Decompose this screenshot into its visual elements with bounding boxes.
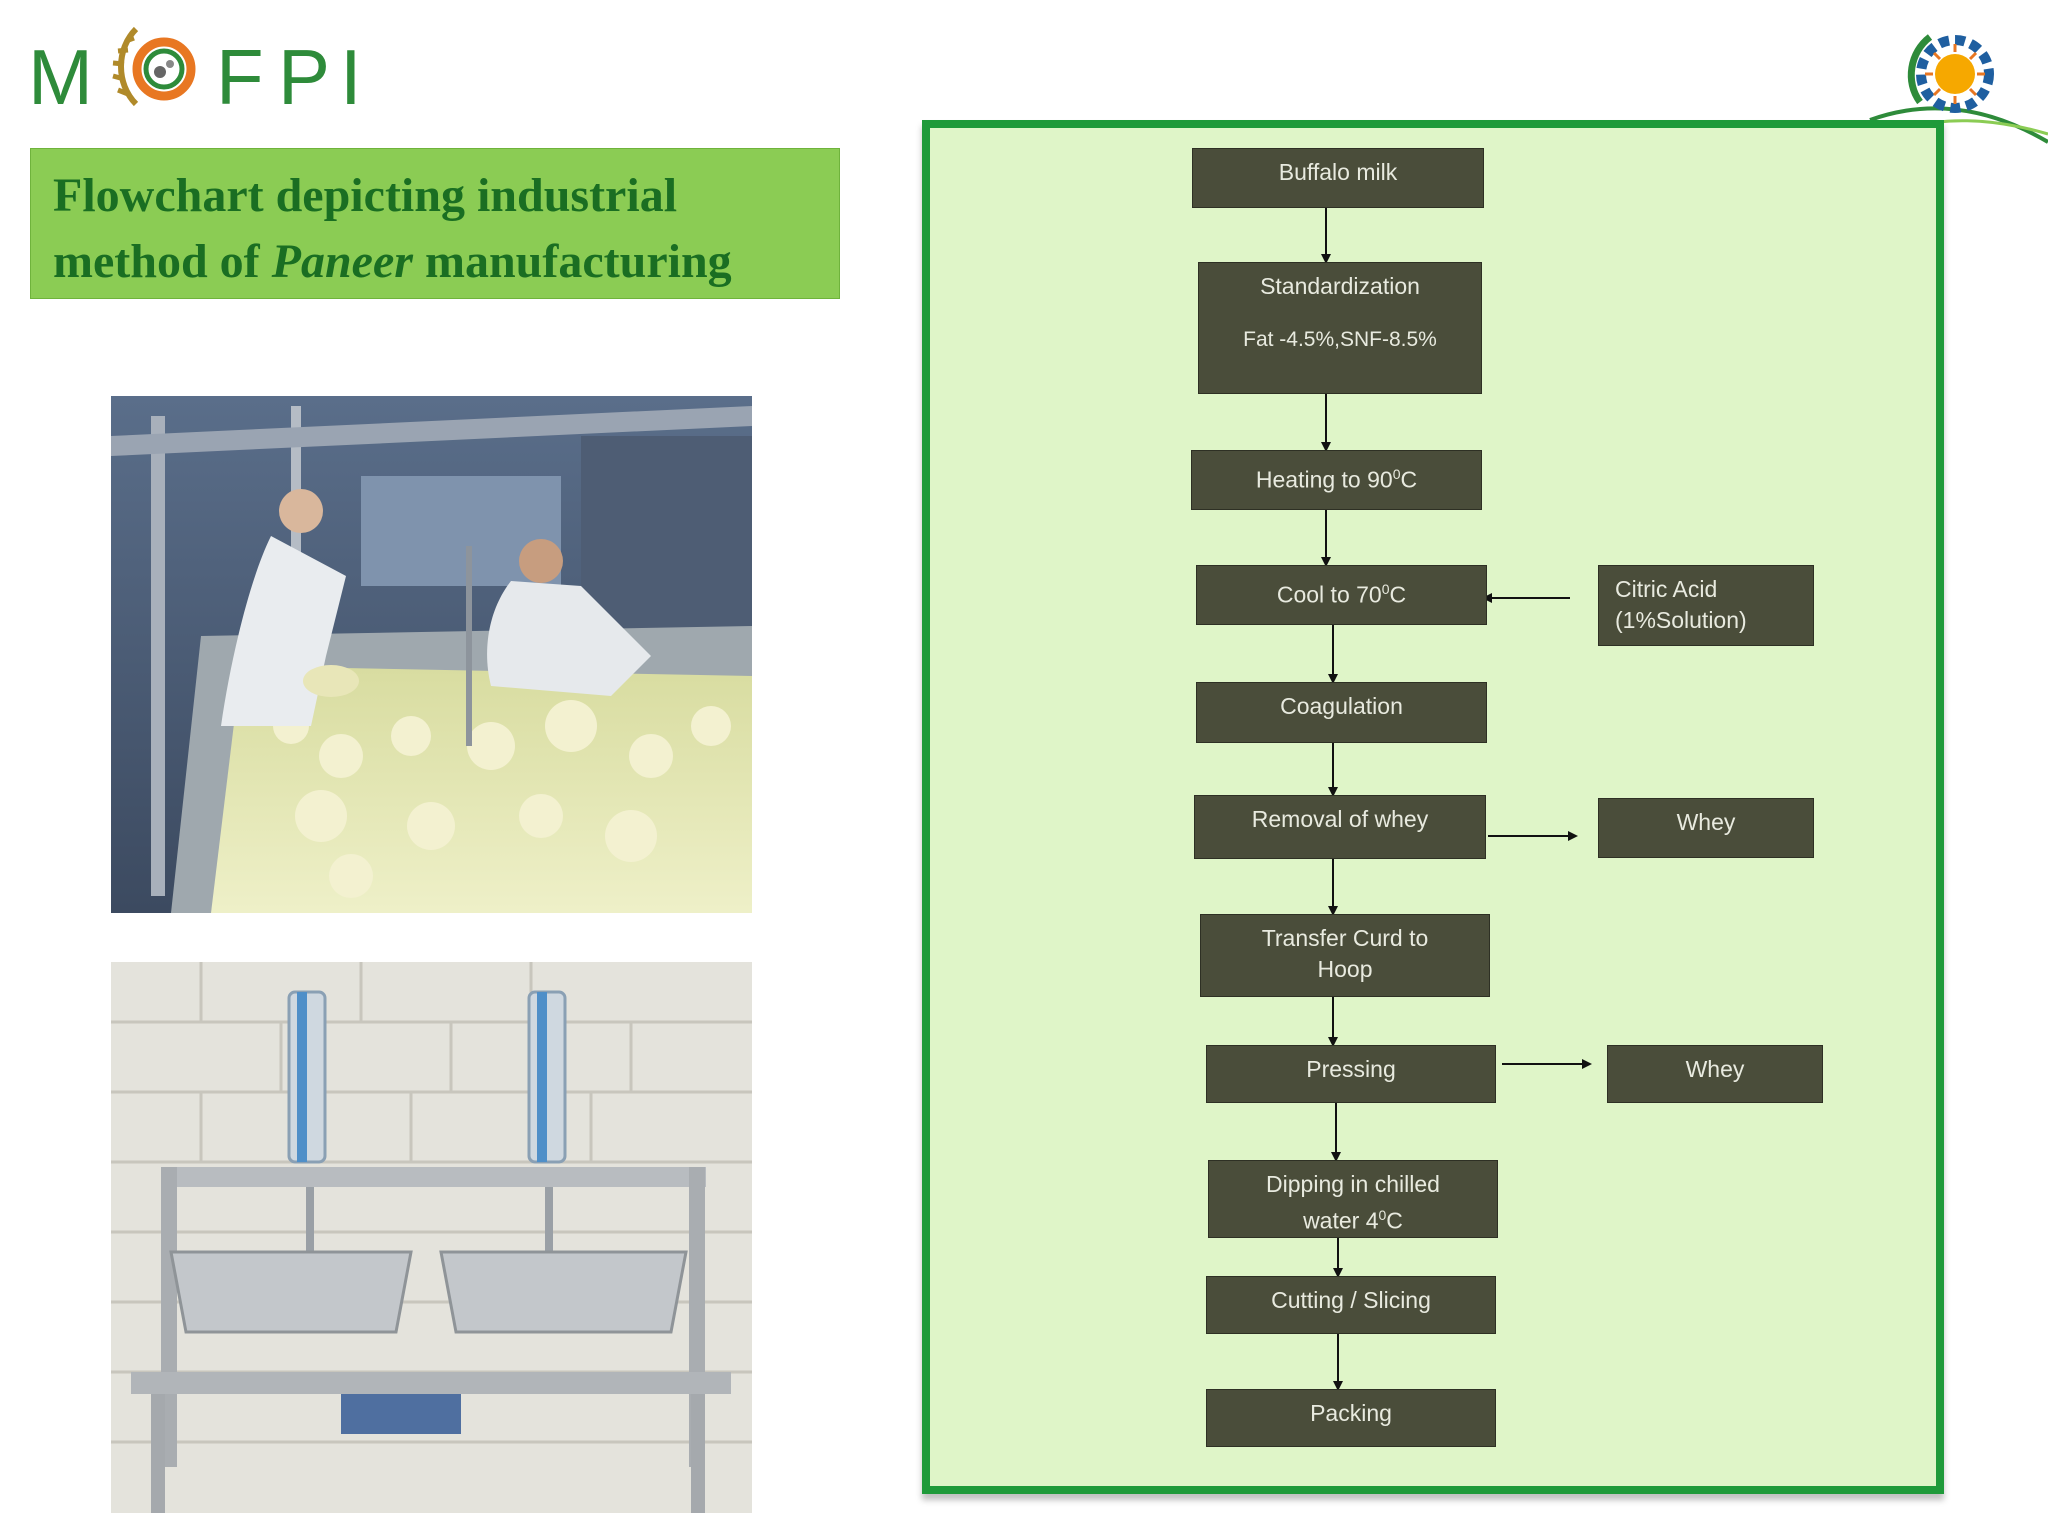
mofpi-logo: M F P I	[28, 14, 368, 121]
title-suffix: manufacturing	[412, 235, 732, 288]
node-standardization: Standardization Fat -4.5%,SNF-8.5%	[1198, 262, 1482, 394]
curd-vat-photo	[111, 396, 752, 913]
ministry-emblem-icon	[1869, 34, 2048, 144]
node-pressing: Pressing	[1206, 1045, 1496, 1103]
title-line-1: Flowchart depicting industrial	[53, 169, 678, 222]
node-transfer-curd: Transfer Curd to Hoop	[1200, 914, 1490, 997]
node-heating: Heating to 900C	[1191, 450, 1482, 510]
node-coagulation: Coagulation	[1196, 682, 1487, 743]
logo-letter-f: F	[216, 33, 264, 121]
node-packing: Packing	[1206, 1389, 1496, 1447]
node-whey-2: Whey	[1607, 1045, 1823, 1103]
logo-letter-i: I	[340, 33, 362, 121]
node-citric-acid: Citric Acid (1%Solution)	[1598, 565, 1814, 646]
node-cutting-slicing: Cutting / Slicing	[1206, 1276, 1496, 1334]
title-prefix: method of	[53, 235, 272, 288]
title-italic: Paneer	[271, 235, 413, 288]
node-whey-1: Whey	[1598, 798, 1814, 858]
slide-title: Flowchart depicting industrial method of…	[30, 148, 840, 299]
paneer-press-photo	[111, 962, 752, 1513]
node-dipping: Dipping in chilled water 40C	[1208, 1160, 1498, 1238]
logo-wheat-emblem-icon	[112, 26, 196, 107]
logo-letter-p: P	[278, 33, 331, 121]
logo-letter-m: M	[28, 33, 93, 121]
node-removal-of-whey: Removal of whey	[1194, 795, 1486, 859]
node-buffalo-milk: Buffalo milk	[1192, 148, 1484, 208]
node-cool: Cool to 700C	[1196, 565, 1487, 625]
title-line-2: method of Paneer manufacturing	[53, 229, 817, 295]
